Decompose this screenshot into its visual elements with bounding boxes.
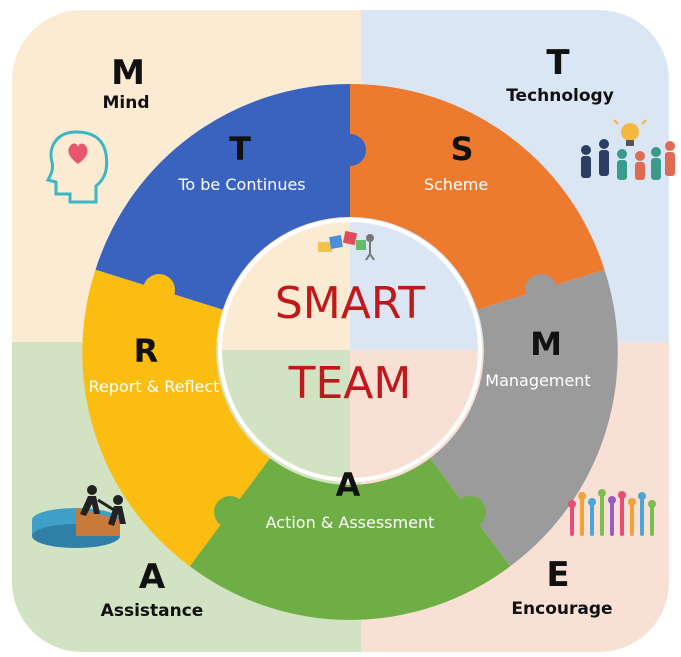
corner-bottom-right-letter: E bbox=[546, 555, 569, 595]
corner-top-left-word: Mind bbox=[102, 93, 149, 113]
center-title-line2: TEAM bbox=[288, 358, 412, 409]
people-helping-climb-icon bbox=[32, 485, 126, 548]
segment-m-word: Management bbox=[485, 371, 590, 390]
segment-notch bbox=[525, 274, 557, 306]
segment-r-letter: R bbox=[134, 332, 159, 370]
head-with-heart-icon bbox=[45, 130, 109, 204]
team-with-lightbulb-icon bbox=[581, 119, 675, 180]
center-title-line1: SMART bbox=[275, 278, 425, 329]
ring-segments bbox=[82, 83, 618, 620]
corner-bottom-left-letter: A bbox=[139, 557, 166, 597]
team-puzzle-icon bbox=[318, 230, 375, 261]
corner-top-left-letter: M bbox=[111, 53, 145, 93]
corner-bottom-right-word: Encourage bbox=[511, 599, 612, 619]
raised-hands-icon bbox=[568, 489, 656, 536]
segment-t bbox=[95, 83, 350, 310]
segment-notch bbox=[143, 274, 175, 306]
segment-a bbox=[189, 458, 511, 620]
segment-s bbox=[350, 83, 605, 310]
corner-top-right-word: Technology bbox=[506, 86, 614, 106]
corner-top-right-letter: T bbox=[546, 43, 570, 83]
segment-s-letter: S bbox=[450, 130, 473, 168]
segment-m-letter: M bbox=[530, 325, 562, 363]
segment-r-word: Report & Reflect bbox=[89, 377, 220, 396]
segment-a-letter: A bbox=[336, 466, 361, 504]
segment-notch bbox=[454, 496, 486, 528]
corner-bottom-left-word: Assistance bbox=[101, 601, 204, 621]
inner-quadrant-bottom-right bbox=[350, 350, 478, 478]
segment-t-word: To be Continues bbox=[177, 175, 305, 194]
inner-quadrant-bottom-left bbox=[222, 350, 350, 478]
inner-quadrant-top-left bbox=[222, 222, 350, 350]
segment-t-letter: T bbox=[229, 130, 251, 168]
segment-s-word: Scheme bbox=[424, 175, 488, 194]
segment-m bbox=[430, 269, 618, 567]
segment-a-word: Action & Assessment bbox=[266, 513, 435, 532]
inner-quadrant-top-right bbox=[350, 222, 478, 350]
segment-r bbox=[82, 269, 270, 567]
segment-notch bbox=[214, 496, 246, 528]
segment-notch bbox=[334, 134, 366, 166]
